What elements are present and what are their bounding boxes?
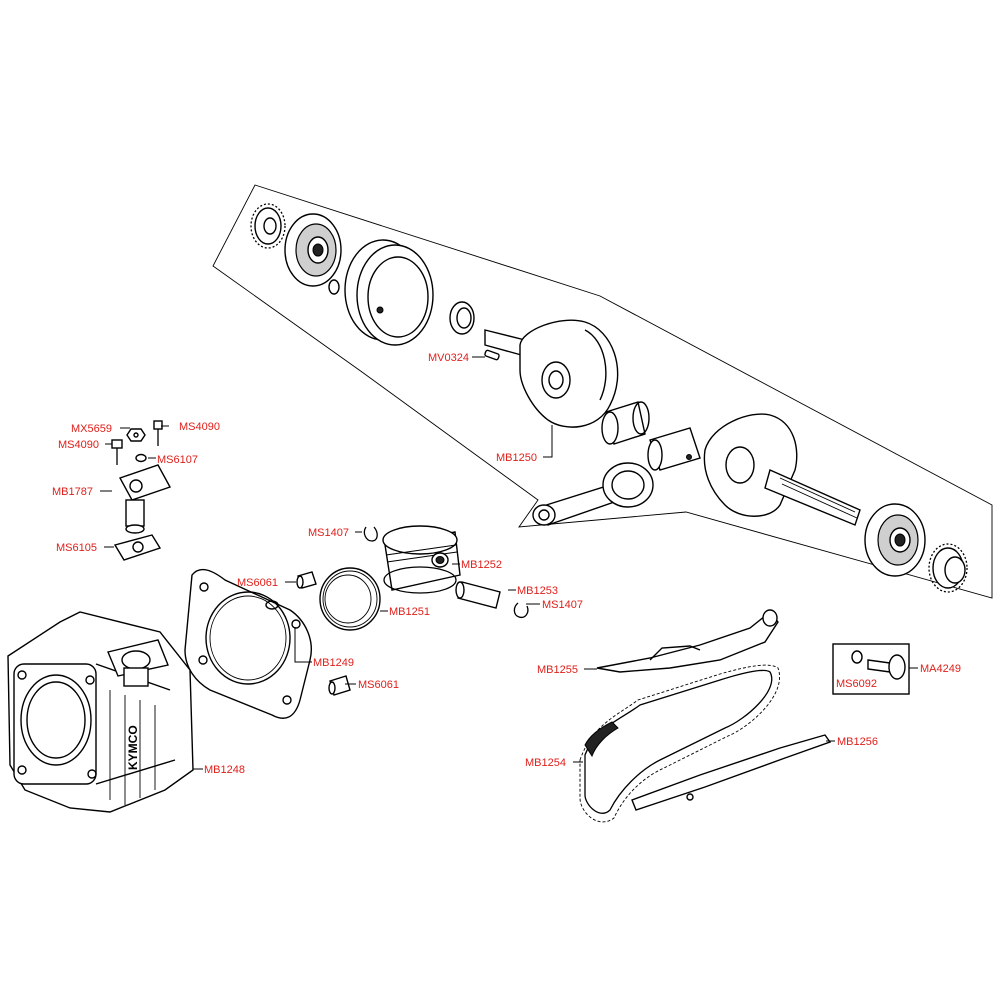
label-mb1252: MB1252 <box>461 559 502 571</box>
label-mb1256: MB1256 <box>837 736 878 748</box>
tensioner-bolt-a <box>111 439 123 465</box>
tensioner-gasket <box>113 534 162 561</box>
cam-chain-tensioner <box>118 464 172 534</box>
chain-guide-fixed-side <box>631 734 832 811</box>
piston-pin <box>455 581 501 609</box>
crank-weight-disc <box>344 239 434 346</box>
timing-sprocket-right <box>928 543 968 593</box>
woodruff-key <box>484 349 500 361</box>
label-ma4249: MA4249 <box>920 663 961 675</box>
cam-chain <box>579 664 780 823</box>
crankshaft-group-outline <box>212 184 993 599</box>
piston-rings <box>319 567 381 631</box>
label-ms6107: MS6107 <box>157 454 198 466</box>
cylinder-stamp: KYMCO <box>126 725 140 770</box>
label-ms1407-b: MS1407 <box>542 599 583 611</box>
tensioner-washer <box>135 453 147 463</box>
label-ms6092: MS6092 <box>836 678 877 690</box>
cylinder-gasket <box>184 568 312 719</box>
label-mb1250: MB1250 <box>496 452 537 464</box>
label-mb1251: MB1251 <box>389 606 430 618</box>
timing-sprocket-left <box>250 203 286 249</box>
dowel-pin-b <box>328 675 351 696</box>
o-ring <box>328 279 340 295</box>
label-ms4090-a: MS4090 <box>179 421 220 433</box>
oil-pipe-oring <box>851 650 863 664</box>
label-mb1787: MB1787 <box>52 486 93 498</box>
crankshaft-left-half <box>484 319 619 428</box>
crank-bearing-right <box>864 503 926 577</box>
piston-circlip-b <box>513 602 529 619</box>
label-mb1249: MB1249 <box>313 657 354 669</box>
crankshaft-right-half <box>703 413 861 526</box>
cylinder-block: KYMCO <box>7 611 194 813</box>
label-ms4090-b: MS4090 <box>58 439 99 451</box>
piston-circlip-a <box>363 526 378 542</box>
piston <box>382 525 461 594</box>
label-ms6105: MS6105 <box>56 542 97 554</box>
crank-pin <box>647 427 701 471</box>
label-mb1254: MB1254 <box>525 757 566 769</box>
ma4249-box <box>832 643 910 695</box>
oil-seal <box>449 301 475 335</box>
crank-bearing-left <box>284 213 342 287</box>
tensioner-nut <box>126 428 146 442</box>
oil-pipe-bolt <box>867 654 906 680</box>
label-mb1253: MB1253 <box>517 585 558 597</box>
tensioner-bolt-b <box>153 420 163 446</box>
label-mx5659: MX5659 <box>71 423 112 435</box>
chain-guide-tensioner-side <box>596 609 779 673</box>
label-ms1407-a: MS1407 <box>308 527 349 539</box>
label-ms6061-a: MS6061 <box>237 577 278 589</box>
label-mb1248: MB1248 <box>204 764 245 776</box>
dowel-pin-a <box>296 571 317 589</box>
leader-lines <box>100 356 918 770</box>
label-mb1255: MB1255 <box>537 664 578 676</box>
label-ms6061-b: MS6061 <box>358 679 399 691</box>
crankpin-bearing <box>601 401 650 445</box>
label-mv0324: MV0324 <box>428 352 469 364</box>
connecting-rod <box>532 462 654 526</box>
